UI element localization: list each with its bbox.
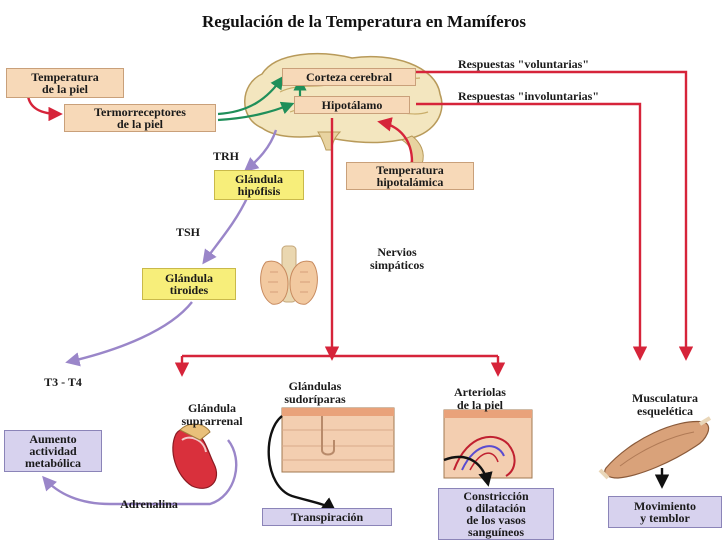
trh-label: TRH xyxy=(212,149,239,163)
voluntary-responses-label: Respuestas "voluntarias" xyxy=(458,57,590,71)
skin-arterioles-line-1: Arteriolas xyxy=(454,385,506,399)
skin-arterioles-label: Arteriolas de la piel xyxy=(440,386,520,411)
sympathetic-nerves-label: Nervios simpáticos xyxy=(352,246,442,271)
thyroid-illustration xyxy=(260,245,318,305)
sweat-glands-line-2: sudoríparas xyxy=(284,391,346,406)
sweat-skin-illustration xyxy=(281,407,395,473)
black-arrows xyxy=(267,415,670,512)
sweat-glands-label: Glándulas sudoríparas xyxy=(266,380,364,405)
red-arrows xyxy=(26,70,694,377)
skeletal-muscle-line-2: esquelética xyxy=(637,403,693,418)
sweat-glands-line-1: Glándulas xyxy=(288,379,342,393)
thyroid-gland-line-2: tiroides xyxy=(169,283,209,297)
vessel-constriction-line-4: sanguíneos xyxy=(467,525,525,539)
vessel-constriction-box: Constricción o dilatación de los vasos s… xyxy=(438,488,554,540)
tsh-label: TSH xyxy=(175,225,200,239)
adrenal-gland-line-2: suprarrenal xyxy=(181,413,243,428)
hypothalamus-box: Hipotálamo xyxy=(294,96,410,114)
skin-thermoreceptors-line-1: Termorreceptores xyxy=(94,105,186,119)
page-title: Regulación de la Temperatura en Mamífero… xyxy=(201,12,527,31)
hypothalamic-temperature-line-1: Temperatura xyxy=(376,163,444,177)
sympathetic-nerves-line-2: simpáticos xyxy=(370,257,424,272)
t3-t4-label: T3 - T4 xyxy=(44,375,82,389)
skin-temperature-box: Temperatura de la piel xyxy=(6,68,124,98)
skeletal-muscle-line-1: Musculatura xyxy=(632,391,698,405)
metabolic-activity-line-3: metabólica xyxy=(25,456,81,470)
movement-tremor-line-1: Movimiento xyxy=(634,499,696,513)
skin-arterioles-line-2: de la piel xyxy=(456,397,503,412)
skin-thermoreceptors-line-2: de la piel xyxy=(116,117,163,131)
cerebral-cortex-box: Corteza cerebral xyxy=(282,68,416,86)
adrenal-illustration xyxy=(172,423,218,489)
pituitary-gland-box: Glándula hipófisis xyxy=(214,170,304,200)
thyroid-gland-box: Glándula tiroides xyxy=(142,268,236,300)
skin-temperature-line-2: de la piel xyxy=(41,82,88,96)
purple-arrows xyxy=(42,129,278,506)
pituitary-gland-line-2: hipófisis xyxy=(237,184,281,198)
vessel-constriction-line-1: Constricción xyxy=(463,489,529,503)
transpiration-box: Transpiración xyxy=(262,508,392,526)
metabolic-activity-line-2: actividad xyxy=(29,444,77,458)
metabolic-activity-box: Aumento actividad metabólica xyxy=(4,430,102,472)
movement-tremor-line-2: y temblor xyxy=(640,511,690,525)
movement-tremor-box: Movimiento y temblor xyxy=(608,496,722,528)
arterioles-skin-illustration xyxy=(443,409,533,479)
muscle-illustration xyxy=(598,416,712,480)
sympathetic-nerves-line-1: Nervios xyxy=(377,245,417,259)
vessel-constriction-line-2: o dilatación xyxy=(466,501,526,515)
vessel-constriction-line-3: de los vasos xyxy=(466,513,526,527)
skeletal-muscle-label: Musculatura esquelética xyxy=(612,392,718,417)
pituitary-gland-line-1: Glándula xyxy=(234,172,284,186)
involuntary-responses-label: Respuestas "involuntarias" xyxy=(458,89,600,103)
skin-thermoreceptors-box: Termorreceptores de la piel xyxy=(64,104,216,132)
adrenal-gland-line-1: Glándula xyxy=(187,401,237,415)
skin-temperature-line-1: Temperatura xyxy=(31,70,99,84)
hypothalamic-temperature-line-2: hipotalámica xyxy=(376,175,444,189)
hypothalamic-temperature-box: Temperatura hipotalámica xyxy=(346,162,474,190)
adrenal-gland-label: Glándula suprarrenal xyxy=(172,402,252,427)
thyroid-gland-line-1: Glándula xyxy=(164,271,214,285)
adrenaline-label: Adrenalina xyxy=(120,497,178,511)
metabolic-activity-line-1: Aumento xyxy=(29,432,77,446)
